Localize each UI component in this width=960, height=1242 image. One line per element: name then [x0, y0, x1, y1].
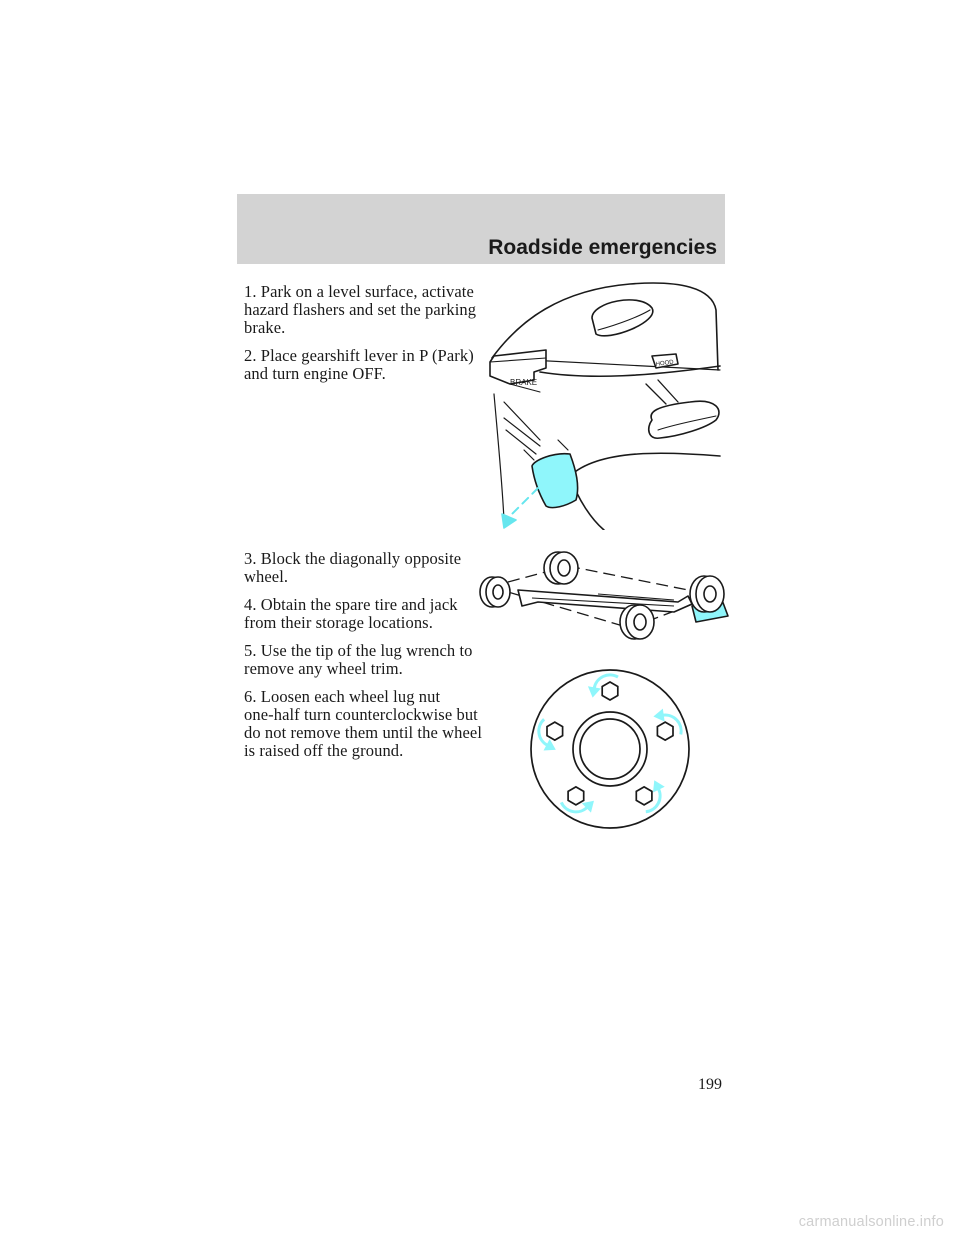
instruction-steps-2: 3. Block the diagonally opposite wheel. …	[244, 550, 482, 760]
step-5-line-2: remove any wheel trim.	[244, 659, 403, 678]
step-2-line-2: and turn engine OFF.	[244, 364, 386, 383]
loosen-arrowhead-4	[581, 800, 594, 813]
loosen-arrow-2	[662, 713, 683, 735]
step-3: 3. Block the diagonally opposite wheel.	[244, 550, 474, 586]
step-4: 4. Obtain the spare tire and jack from t…	[244, 596, 474, 632]
dashboard-lower-edge	[539, 365, 721, 378]
lug-nut-5	[546, 721, 564, 742]
lug-nut-2	[656, 721, 674, 742]
page-number: 199	[698, 1076, 722, 1093]
section-title: Roadside emergencies	[488, 236, 717, 259]
wheel-hub-center-inner	[579, 718, 641, 780]
step-4-line-2: from their storage locations.	[244, 613, 433, 632]
pedal-pointer-arrowhead	[501, 513, 517, 529]
wheel-rear-right	[689, 575, 729, 623]
lug-nut-1	[601, 681, 619, 701]
wheel-block-illustration	[479, 551, 729, 640]
step-1-line-1: 1. Park on a level surface, activate	[244, 282, 474, 301]
step-5-line-1: 5. Use the tip of the lug wrench to	[244, 641, 473, 660]
lug-nut-illustration	[530, 669, 690, 829]
step-2: 2. Place gearshift lever in P (Park) and…	[244, 347, 474, 383]
dashboard-outline	[491, 282, 719, 371]
footer-watermark: carmanualsonline.info	[798, 1214, 944, 1230]
step-4-line-1: 4. Obtain the spare tire and jack	[244, 595, 458, 614]
step-6-line-2: one-half turn counterclockwise but	[244, 705, 478, 724]
loosen-arrowhead-5	[543, 739, 556, 751]
hood-label: HOOD	[655, 359, 674, 368]
wheel-rear-left	[543, 551, 579, 585]
floor-contour	[569, 452, 721, 477]
wheel-hub-center-outer	[572, 711, 648, 787]
loosen-arrowhead-3	[652, 780, 665, 793]
step-5: 5. Use the tip of the lug wrench to remo…	[244, 642, 474, 678]
step-6-line-4: is raised off the ground.	[244, 741, 404, 760]
loosen-arrowhead-2	[653, 708, 665, 722]
step-6: 6. Loosen each wheel lug nut one-half tu…	[244, 687, 482, 760]
parking-brake-pedal	[531, 452, 579, 509]
header-bar: Roadside emergencies	[237, 194, 725, 264]
steering-column	[645, 379, 679, 405]
lug-nut-4	[567, 785, 585, 806]
step-3-line-2: wheel.	[244, 567, 289, 586]
instruction-steps: 1. Park on a level surface, activate haz…	[244, 282, 477, 383]
pedal-pointer-line	[509, 487, 539, 517]
step-1: 1. Park on a level surface, activate haz…	[244, 282, 477, 337]
brake-label: BRAKE	[510, 378, 537, 387]
lower-lever	[647, 400, 720, 439]
step-1-line-2: hazard flashers and set the parking	[244, 300, 477, 319]
wheel-front-right	[619, 604, 655, 640]
parking-brake-illustration: BRAKE HOOD	[489, 282, 721, 530]
lug-nut-3	[635, 785, 653, 806]
loosen-arrow-3	[645, 788, 662, 814]
loosen-arrow-5	[537, 718, 549, 747]
step-2-line-1: 2. Place gearshift lever in P (Park)	[244, 346, 474, 365]
step-3-line-1: 3. Block the diagonally opposite	[244, 549, 462, 568]
vehicle-frame	[517, 589, 693, 613]
dash-vent-opening	[591, 299, 654, 337]
loosen-arrow-1	[592, 673, 619, 689]
step-6-line-1: 6. Loosen each wheel lug nut	[244, 687, 441, 706]
step-6-line-3: do not remove them until the wheel	[244, 723, 483, 742]
wheel-hub-outer	[530, 669, 690, 829]
loosen-arrow-4	[559, 801, 589, 814]
hood-release-handle	[651, 353, 679, 369]
step-1-line-3: brake.	[244, 318, 286, 337]
loosen-arrowhead-1	[587, 686, 601, 698]
wheel-front-left	[479, 576, 511, 608]
